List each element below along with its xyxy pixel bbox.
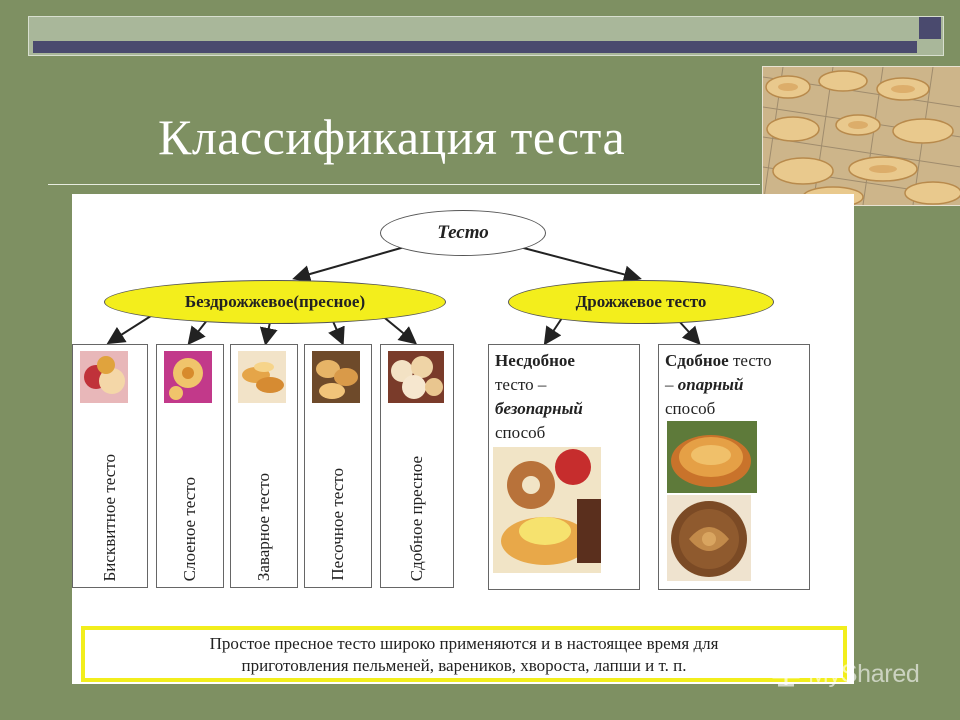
category-rich-unleavened: Сдобное пресное — [380, 344, 454, 588]
category-puff-pastry: Слоеное тесто — [156, 344, 224, 588]
myshared-logo-icon — [770, 655, 804, 694]
diagram-arrows — [106, 245, 701, 346]
category-shortcrust-pastry: Песочное тесто — [304, 344, 372, 588]
category-sponge-dough: Бисквитное тесто — [72, 344, 148, 588]
slide-title: Классификация теста — [158, 109, 626, 165]
category-label: Сдобное пресное — [407, 455, 426, 581]
text-line: тесто – — [495, 375, 547, 394]
note-line: Простое пресное тесто широко применяются… — [209, 634, 719, 653]
category-label: Заварное тесто — [254, 472, 273, 581]
title-underline — [48, 184, 760, 185]
rich-pastry-photo — [388, 351, 444, 403]
category-label: Слоеное тесто — [180, 476, 199, 581]
choux-pastry-photo — [238, 351, 286, 403]
category-lean-yeast-dough: Несдобное тесто – безопарный способ — [488, 344, 640, 590]
myshared-watermark: MyShared — [770, 656, 920, 692]
root-node-dough: Тесто — [380, 210, 546, 256]
puff-pastry-photo — [164, 351, 212, 403]
decorated-pie-photo — [667, 495, 751, 581]
top-decor-corner — [919, 17, 941, 39]
bread-ring-photo — [493, 447, 601, 573]
note-line: приготовления пельменей, вареников, хвор… — [241, 656, 687, 675]
text-line: Сдобное тесто — [665, 351, 772, 370]
node-yeast-dough: Дрожжевое тесто — [508, 280, 774, 324]
text-line: Несдобное — [495, 351, 575, 370]
text-line: способ — [665, 399, 716, 418]
text-line: безопарный — [495, 399, 583, 418]
top-decor-bar — [28, 16, 944, 56]
cookies-photo — [762, 66, 960, 206]
sponge-cake-photo — [80, 351, 128, 403]
category-label: Песочное тесто — [328, 468, 347, 581]
text-line: способ — [495, 423, 546, 442]
watermark-text: MyShared — [808, 659, 920, 688]
shortcrust-photo — [312, 351, 360, 403]
category-rich-yeast-dough: Сдобное тесто – опарный способ — [658, 344, 810, 590]
pie-photo — [667, 421, 757, 493]
top-decor-stripe — [33, 41, 917, 53]
node-unleavened-dough: Бездрожжевое(пресное) — [104, 280, 446, 324]
classification-diagram: Тесто Бездрожжевое(пресное) Дрожжевое те… — [72, 194, 854, 684]
category-label: Бисквитное тесто — [100, 453, 119, 581]
category-choux-pastry: Заварное тесто — [230, 344, 298, 588]
text-line: – опарный — [665, 375, 744, 394]
note-box: Простое пресное тесто широко применяются… — [81, 626, 847, 682]
